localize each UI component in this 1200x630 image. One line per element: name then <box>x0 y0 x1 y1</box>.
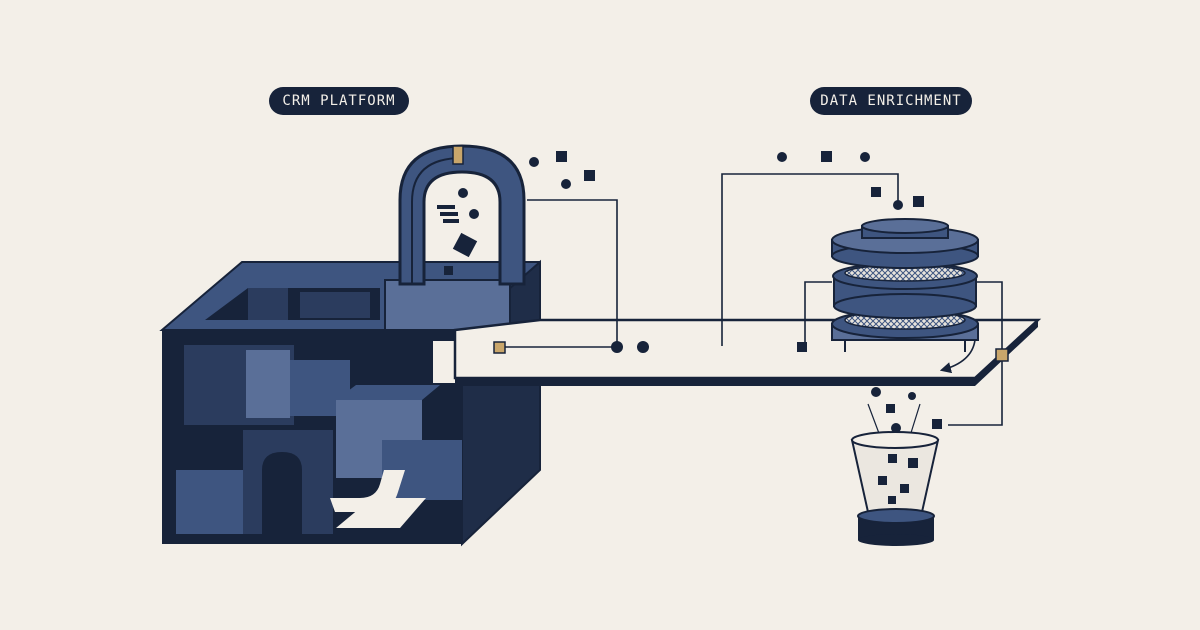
connector-lines <box>500 173 1003 426</box>
connector-nodes <box>493 341 1009 362</box>
enrich-output-node <box>995 348 1009 362</box>
falling-particles <box>867 387 942 437</box>
collection-funnel <box>850 431 940 546</box>
enrichment-particles <box>777 151 924 210</box>
data-enrichment-label: DATA ENRICHMENT <box>810 87 972 115</box>
magnet-tag <box>452 145 464 165</box>
crm-platform-block <box>159 259 541 547</box>
crm-particles <box>529 151 595 189</box>
crm-platform-label: CRM PLATFORM <box>269 87 409 115</box>
crm-output-node <box>493 341 506 354</box>
magnet-arch <box>398 144 526 286</box>
enrichment-sieve <box>831 218 979 352</box>
